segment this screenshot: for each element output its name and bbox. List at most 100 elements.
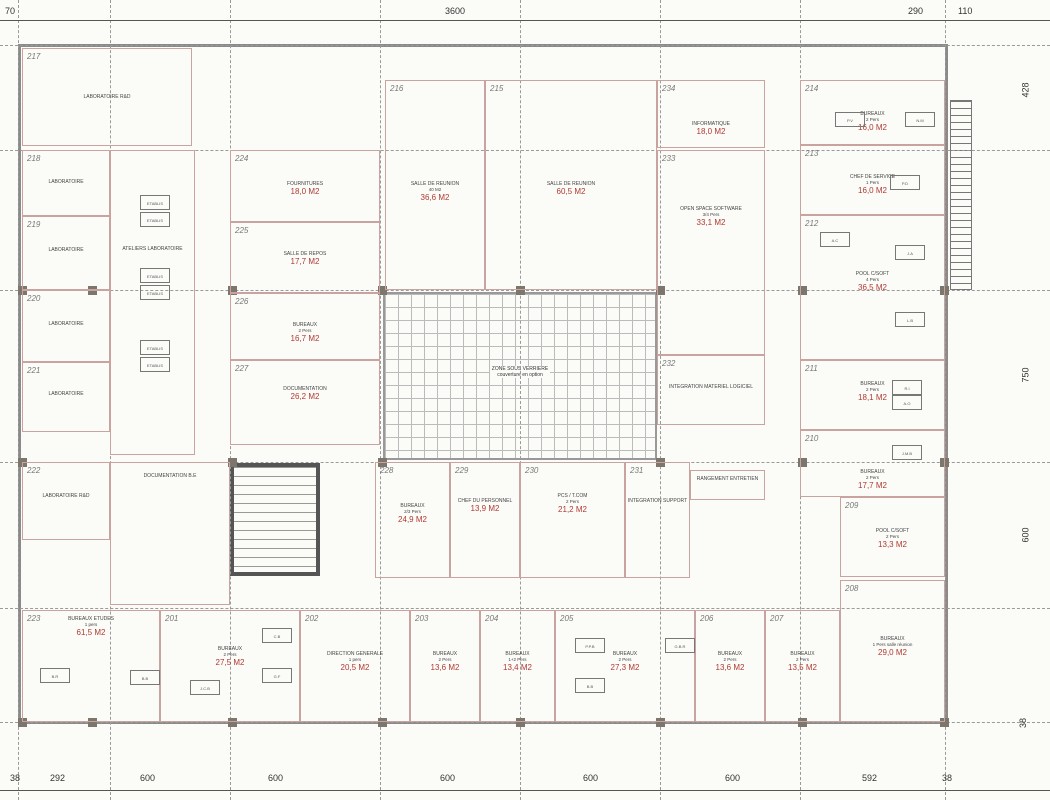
desk-label: C.B bbox=[262, 628, 292, 643]
room-area: 36,5 m2 bbox=[858, 283, 887, 292]
grid-line bbox=[0, 45, 1050, 46]
dimension-label: 600 bbox=[583, 773, 599, 783]
room-name: INTEGRATION SUPPORT bbox=[627, 498, 688, 504]
room-sub: 1 Pers bbox=[865, 180, 879, 185]
room-number: 208 bbox=[845, 584, 859, 593]
room-number: 223 bbox=[27, 614, 41, 623]
room-number: 212 bbox=[805, 219, 819, 228]
room-name: Chef de service bbox=[849, 174, 896, 180]
room-name: BUREAUX bbox=[612, 651, 638, 657]
room-area: 20,5 m2 bbox=[340, 663, 370, 672]
pillar bbox=[228, 718, 237, 727]
room-sub: 2 Pers bbox=[865, 475, 879, 480]
room-area: 13,3 m2 bbox=[878, 540, 907, 549]
room-area: 24,9 m2 bbox=[398, 515, 427, 524]
room-area: 18,1 m2 bbox=[858, 393, 887, 402]
room-area: 26,2 m2 bbox=[290, 392, 320, 401]
desk-label: J.C.B bbox=[190, 680, 220, 695]
desk-label: ETABLIS bbox=[140, 340, 170, 355]
room-area: 27,3 m2 bbox=[610, 663, 640, 672]
room-number: 215 bbox=[490, 84, 504, 93]
grid-line bbox=[945, 0, 946, 800]
room-label: INTEGRATION MATERIEL LOGICIEL bbox=[658, 384, 764, 390]
room-area: 61,5 m2 bbox=[76, 628, 106, 637]
grid-line bbox=[0, 608, 1050, 609]
pillar bbox=[798, 286, 807, 295]
room-name: LABORATOIRE bbox=[48, 391, 84, 397]
room-name: LABORATOIRE bbox=[48, 321, 84, 327]
room-sub: 2 Pers bbox=[223, 652, 237, 657]
room-label: LABORATOIRE R&D bbox=[23, 94, 191, 100]
room-sub: 1 pers bbox=[348, 657, 362, 662]
room-name: DIRECTION GENERALE bbox=[326, 651, 384, 657]
room-area: 36,6 m2 bbox=[420, 193, 450, 202]
dimension-label: 600 bbox=[140, 773, 156, 783]
pillar bbox=[378, 286, 387, 295]
desk-label: B.B bbox=[130, 670, 160, 685]
room: LABORATOIRE 218 bbox=[22, 150, 110, 216]
pillar bbox=[18, 718, 27, 727]
room-name: CHEF DU PERSONNEL bbox=[457, 498, 513, 504]
room-number: 211 bbox=[805, 364, 818, 373]
room-number: 226 bbox=[235, 297, 249, 306]
room-name: BUREAUX bbox=[400, 503, 425, 509]
dimension-label: 600 bbox=[725, 773, 741, 783]
pillar bbox=[656, 718, 665, 727]
room-area: 13,6 m2 bbox=[430, 663, 460, 672]
room-name: DOCUMENTATION bbox=[283, 386, 327, 392]
room: DOCUMENTATION B.E bbox=[110, 462, 230, 605]
room-label: LABORATOIRE bbox=[23, 247, 109, 253]
room-sub: 2 Pers bbox=[618, 657, 632, 662]
room-sub: 2 Pers bbox=[565, 499, 579, 504]
dimension-label: 428 bbox=[1020, 82, 1031, 98]
room-area: 29,0 m2 bbox=[878, 648, 907, 657]
room: ATELIERS LABORATOIRE bbox=[110, 150, 195, 455]
room-area: 13,4 m2 bbox=[503, 663, 532, 672]
exterior-stair bbox=[950, 100, 972, 290]
desk-label: ETABLIS bbox=[140, 212, 170, 227]
desk-label: J.A bbox=[895, 245, 925, 260]
room-name: ATELIERS LABORATOIRE bbox=[122, 246, 183, 252]
dimension-label: 70 bbox=[5, 6, 16, 16]
room-name: BUREAUX bbox=[880, 636, 905, 642]
room-name: BUREAUX bbox=[860, 381, 885, 387]
room-sub: 1 pers bbox=[84, 622, 98, 627]
room-label: LABORATOIRE bbox=[23, 391, 109, 397]
dimension-line bbox=[0, 790, 1050, 791]
room-number: 218 bbox=[27, 154, 41, 163]
desk-label: R.I bbox=[892, 380, 922, 395]
dimension-label: 290 bbox=[908, 6, 924, 16]
room-name: BUREAUX bbox=[505, 651, 530, 657]
room-label: LABORATOIRE bbox=[23, 179, 109, 185]
grid-line bbox=[520, 0, 521, 800]
room-sub: 40 M2 bbox=[428, 187, 442, 192]
pillar bbox=[516, 718, 525, 727]
room-name: INFORMATIQUE bbox=[692, 121, 730, 127]
room-name: BUREAUX bbox=[860, 469, 885, 475]
dimension-label: 592 bbox=[862, 773, 878, 783]
room-area: 16,0 m2 bbox=[858, 186, 887, 195]
desk-label: G.B.R bbox=[665, 638, 695, 653]
room-sub: 2 Pers bbox=[865, 387, 879, 392]
